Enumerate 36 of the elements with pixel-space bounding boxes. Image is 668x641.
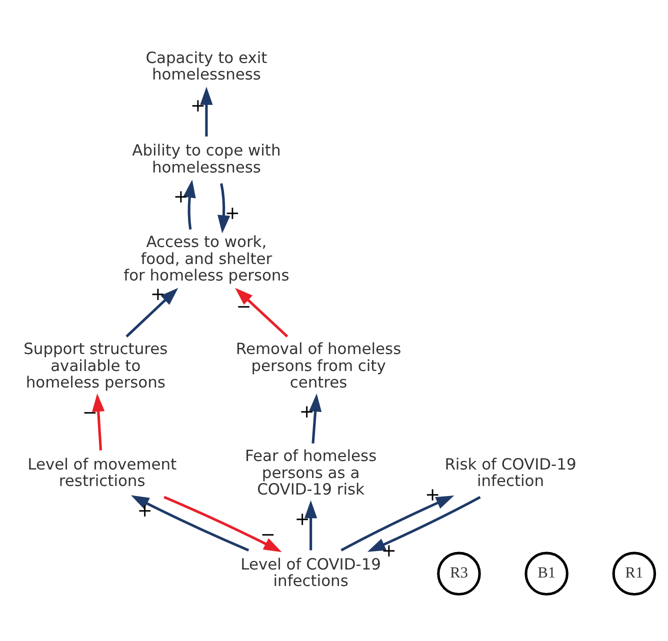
edge-label: + (190, 95, 206, 116)
edge-label: + (173, 186, 188, 208)
label: B1 (538, 564, 556, 582)
node-text: Removal of homeless persons from city centres (236, 340, 402, 392)
node-text: Support structures available to homeless persons (24, 340, 168, 392)
arrow (304, 500, 318, 550)
edge-label: − (236, 296, 252, 318)
arrow (309, 394, 322, 444)
arrow (130, 495, 250, 552)
arrow (126, 288, 178, 338)
label: R1 (625, 564, 644, 582)
arrow (235, 288, 288, 338)
node-text: Fear of homeless persons as a COVID-19 risk (244, 447, 377, 499)
arrow (200, 86, 213, 137)
arrow (164, 496, 282, 552)
edge-label: + (381, 540, 397, 562)
edge-label: + (224, 203, 240, 224)
arrow (183, 180, 196, 230)
node-text: Risk of COVID-19 infection (444, 455, 576, 490)
node-text: Access to work, food, and shelter for homeless persons (124, 233, 290, 285)
edge-label: − (260, 524, 276, 546)
node-text: Level of COVID-19 infections (240, 555, 381, 590)
arrow (367, 496, 481, 552)
edge-label: + (299, 401, 314, 422)
edge-label: + (137, 500, 152, 522)
edge-label: + (424, 484, 440, 506)
arrow (218, 183, 230, 234)
label: R3 (450, 564, 468, 582)
edge-label: − (82, 402, 98, 424)
node-text: Capacity to exit homelessness (146, 48, 268, 84)
node-text: Ability to cope with homelessness (132, 142, 281, 176)
edge-label: + (294, 508, 310, 530)
arrow (340, 495, 454, 552)
node-text: Level of movement restrictions (28, 455, 177, 490)
arrow (92, 394, 105, 450)
edge-label: + (150, 284, 166, 306)
